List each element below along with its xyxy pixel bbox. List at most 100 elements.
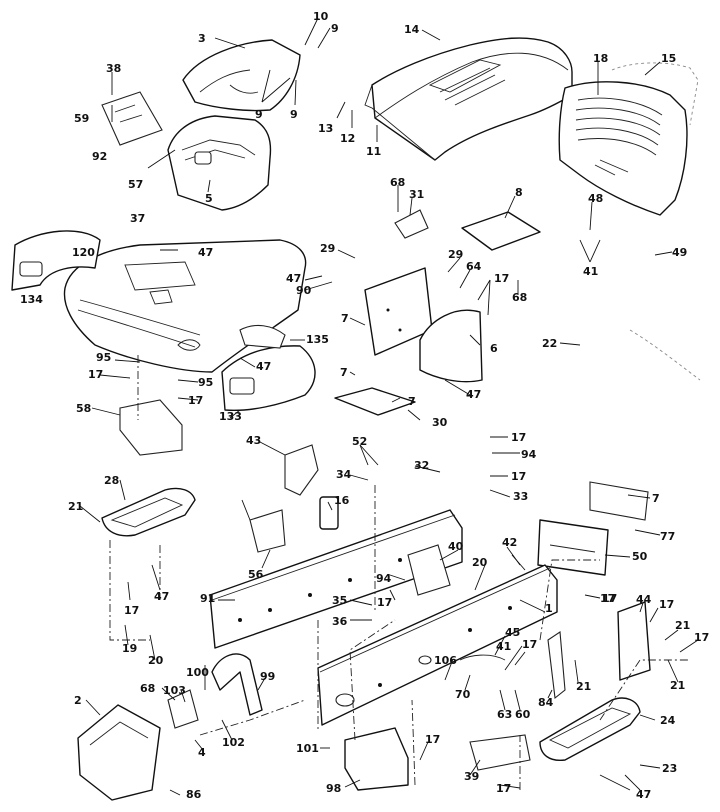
- callout-label: 45: [505, 626, 520, 639]
- callout-label: 99: [260, 670, 275, 683]
- callout-label: 90: [296, 284, 312, 297]
- bracket-part-103: [167, 689, 199, 729]
- callout-label: 17: [511, 470, 526, 483]
- callout-label: 11: [366, 145, 381, 158]
- callout-label: 37: [130, 212, 145, 225]
- callout-label: 20: [148, 654, 164, 667]
- bracket-part-31: [394, 209, 429, 239]
- bracket-part-84: [547, 631, 566, 700]
- drawbar-part-50: [537, 519, 609, 576]
- callout-label: 133: [219, 410, 242, 423]
- bracket-part-44: [617, 601, 651, 681]
- bracket-part-40: [407, 544, 451, 596]
- callout-label: 47: [466, 388, 481, 401]
- callout-label: 50: [632, 550, 648, 563]
- callout-label: 35: [332, 594, 347, 607]
- callout-label: 17: [694, 631, 709, 644]
- firewall-part-6: [364, 267, 483, 383]
- callout-label: 9: [290, 108, 298, 121]
- callout-label: 18: [593, 52, 608, 65]
- callout-label: 135: [306, 333, 329, 346]
- callout-label: 12: [340, 132, 355, 145]
- callout-label: 39: [464, 770, 479, 783]
- callout-label: 6: [490, 342, 498, 355]
- lever-part-99: [211, 653, 263, 716]
- callout-label: 47: [286, 272, 301, 285]
- callout-label: 41: [496, 640, 511, 653]
- callout-label: 13: [318, 122, 333, 135]
- callout-label: 47: [636, 788, 651, 801]
- callout-label: 64: [466, 260, 482, 273]
- callout-label: 10: [313, 10, 329, 23]
- callout-label: 68: [390, 176, 405, 189]
- cable-part-70: [459, 654, 506, 661]
- plate-part-2: [77, 704, 161, 801]
- callout-label: 16: [334, 494, 350, 507]
- footrest-part-134: [11, 230, 101, 291]
- callout-label: 120: [72, 246, 95, 259]
- assembly-line: [411, 699, 416, 786]
- bracket-part-58: [119, 399, 183, 456]
- callout-label: 32: [414, 459, 429, 472]
- bracket-part-135: [239, 324, 286, 349]
- callout-label: 52: [352, 435, 367, 448]
- callout-label: 106: [434, 654, 457, 667]
- footrest-part-24: [539, 697, 641, 762]
- seat-switch-part-16: [319, 496, 339, 530]
- plate-part-77: [589, 481, 649, 521]
- callout-label: 28: [104, 474, 119, 487]
- callout-label: 23: [662, 762, 677, 775]
- callout-label: 21: [576, 680, 591, 693]
- callout-label: 68: [140, 682, 155, 695]
- callout-label: 17: [188, 394, 203, 407]
- callout-label: 92: [92, 150, 107, 163]
- callout-label: 134: [20, 293, 43, 306]
- callout-label: 17: [377, 596, 392, 609]
- plate-part-30: [334, 387, 416, 416]
- callout-label: 100: [186, 666, 209, 679]
- callout-label: 17: [511, 431, 526, 444]
- callout-label: 20: [472, 556, 488, 569]
- callout-label: 102: [222, 736, 245, 749]
- callout-label: 58: [76, 402, 91, 415]
- callout-label: 40: [448, 540, 464, 553]
- callout-label: 42: [502, 536, 517, 549]
- callout-label: 7: [340, 366, 348, 379]
- callout-label: 30: [432, 416, 448, 429]
- callout-label: 7: [652, 492, 660, 505]
- seat-pan-part-28: [101, 487, 196, 537]
- callout-label: 94: [521, 448, 537, 461]
- callout-label: 15: [661, 52, 676, 65]
- console-part-5: [167, 115, 272, 211]
- callout-label: 95: [96, 351, 111, 364]
- callout-label: 29: [320, 242, 335, 255]
- callout-label: 60: [515, 708, 531, 721]
- callout-label: 47: [256, 360, 271, 373]
- callout-label: 44: [636, 593, 652, 606]
- assembly-line: [539, 559, 600, 641]
- callout-label: 21: [68, 500, 83, 513]
- callout-label: 29: [448, 248, 463, 261]
- fender-part-133: [221, 345, 316, 412]
- callout-label: 9: [331, 22, 339, 35]
- callout-label: 22: [542, 337, 557, 350]
- callout-label: 17: [496, 782, 511, 795]
- dash-cover-part-3: [182, 39, 301, 112]
- callout-label: 103: [163, 684, 186, 697]
- callout-labels: 3 10 9 9 9 14 18 15 38 59 92 57 5 13 12 …: [20, 10, 709, 801]
- callout-label: 56: [248, 568, 264, 581]
- callout-label: 70: [455, 688, 471, 701]
- callout-label: 49: [672, 246, 687, 259]
- frame-rail-part-1: [317, 564, 558, 726]
- callout-label: 36: [332, 615, 348, 628]
- callout-label: 47: [198, 246, 213, 259]
- hood-part-14: [364, 37, 573, 161]
- assembly-line: [199, 699, 306, 736]
- callout-label: 4: [198, 746, 206, 759]
- callout-label: 5: [205, 192, 213, 205]
- callout-label: 63: [497, 708, 512, 721]
- faint-outline: [629, 329, 701, 381]
- cover-part-98: [344, 727, 409, 791]
